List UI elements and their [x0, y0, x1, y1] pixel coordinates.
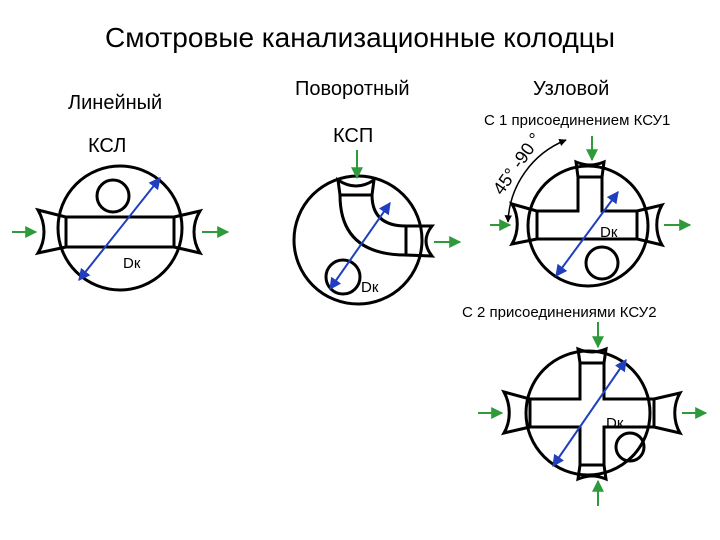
- ksu1-diameter-dimension: [555, 191, 619, 277]
- ksu1-angle-label: 45° -90 °: [489, 129, 546, 198]
- junction-well-label: Узловой: [533, 78, 610, 100]
- ksu2-caption: С 2 присоединениями КСУ2: [462, 304, 657, 321]
- linear-well-tray: [64, 215, 176, 249]
- turning-well-outlet-pipe: [404, 224, 436, 258]
- linear-well-inlet-pipe: [34, 207, 68, 256]
- linear-well-code: КСЛ: [88, 135, 127, 157]
- ksu2-bottom-branch-pipe: [576, 463, 608, 482]
- ksu2-dim-label: Dк: [606, 415, 624, 432]
- ksu2-outlet-pipe: [652, 390, 684, 436]
- ksu2-well-diagram: [478, 322, 708, 506]
- ksu1-angle-arc: [504, 139, 567, 223]
- ksu1-caption: С 1 присоединением КСУ1: [484, 112, 671, 129]
- linear-dim-label: Dк: [123, 255, 141, 272]
- ksu1-inlet-pipe: [508, 201, 539, 247]
- turning-well-diagram: [292, 150, 462, 306]
- linear-well-outlet-pipe: [172, 208, 204, 256]
- turning-well-label: Поворотный: [295, 78, 410, 100]
- ksu1-well-diagram: [490, 136, 692, 288]
- ksu2-top-branch-pipe: [576, 346, 608, 365]
- linear-well-label: Линейный: [68, 92, 163, 114]
- turning-dim-label: Dк: [361, 279, 379, 296]
- linear-well-shaft: [56, 164, 184, 292]
- linear-well-ladder-hatch: [95, 178, 131, 214]
- ksu2-inlet-pipe: [500, 389, 532, 436]
- turning-well-inlet-pipe: [336, 176, 376, 197]
- turning-well-tray: [338, 193, 408, 257]
- turning-well-code: КСП: [333, 125, 374, 147]
- ksu1-well-ladder-hatch: [584, 245, 620, 281]
- linear-well-diagram: [12, 164, 230, 292]
- linear-diameter-dimension: [78, 177, 161, 281]
- ksu1-well-tray: [535, 175, 639, 241]
- ksu2-well-shaft: [524, 349, 652, 477]
- turning-diameter-dimension: [329, 202, 391, 290]
- ksu1-branch-pipe: [574, 159, 606, 179]
- ksu2-well-tray: [528, 361, 656, 467]
- page-title: Смотровые канализационные колодцы: [105, 22, 615, 53]
- ksu1-dim-label: Dк: [600, 224, 618, 241]
- ksu2-diameter-dimension: [552, 359, 627, 467]
- ksu1-outlet-pipe: [635, 202, 666, 248]
